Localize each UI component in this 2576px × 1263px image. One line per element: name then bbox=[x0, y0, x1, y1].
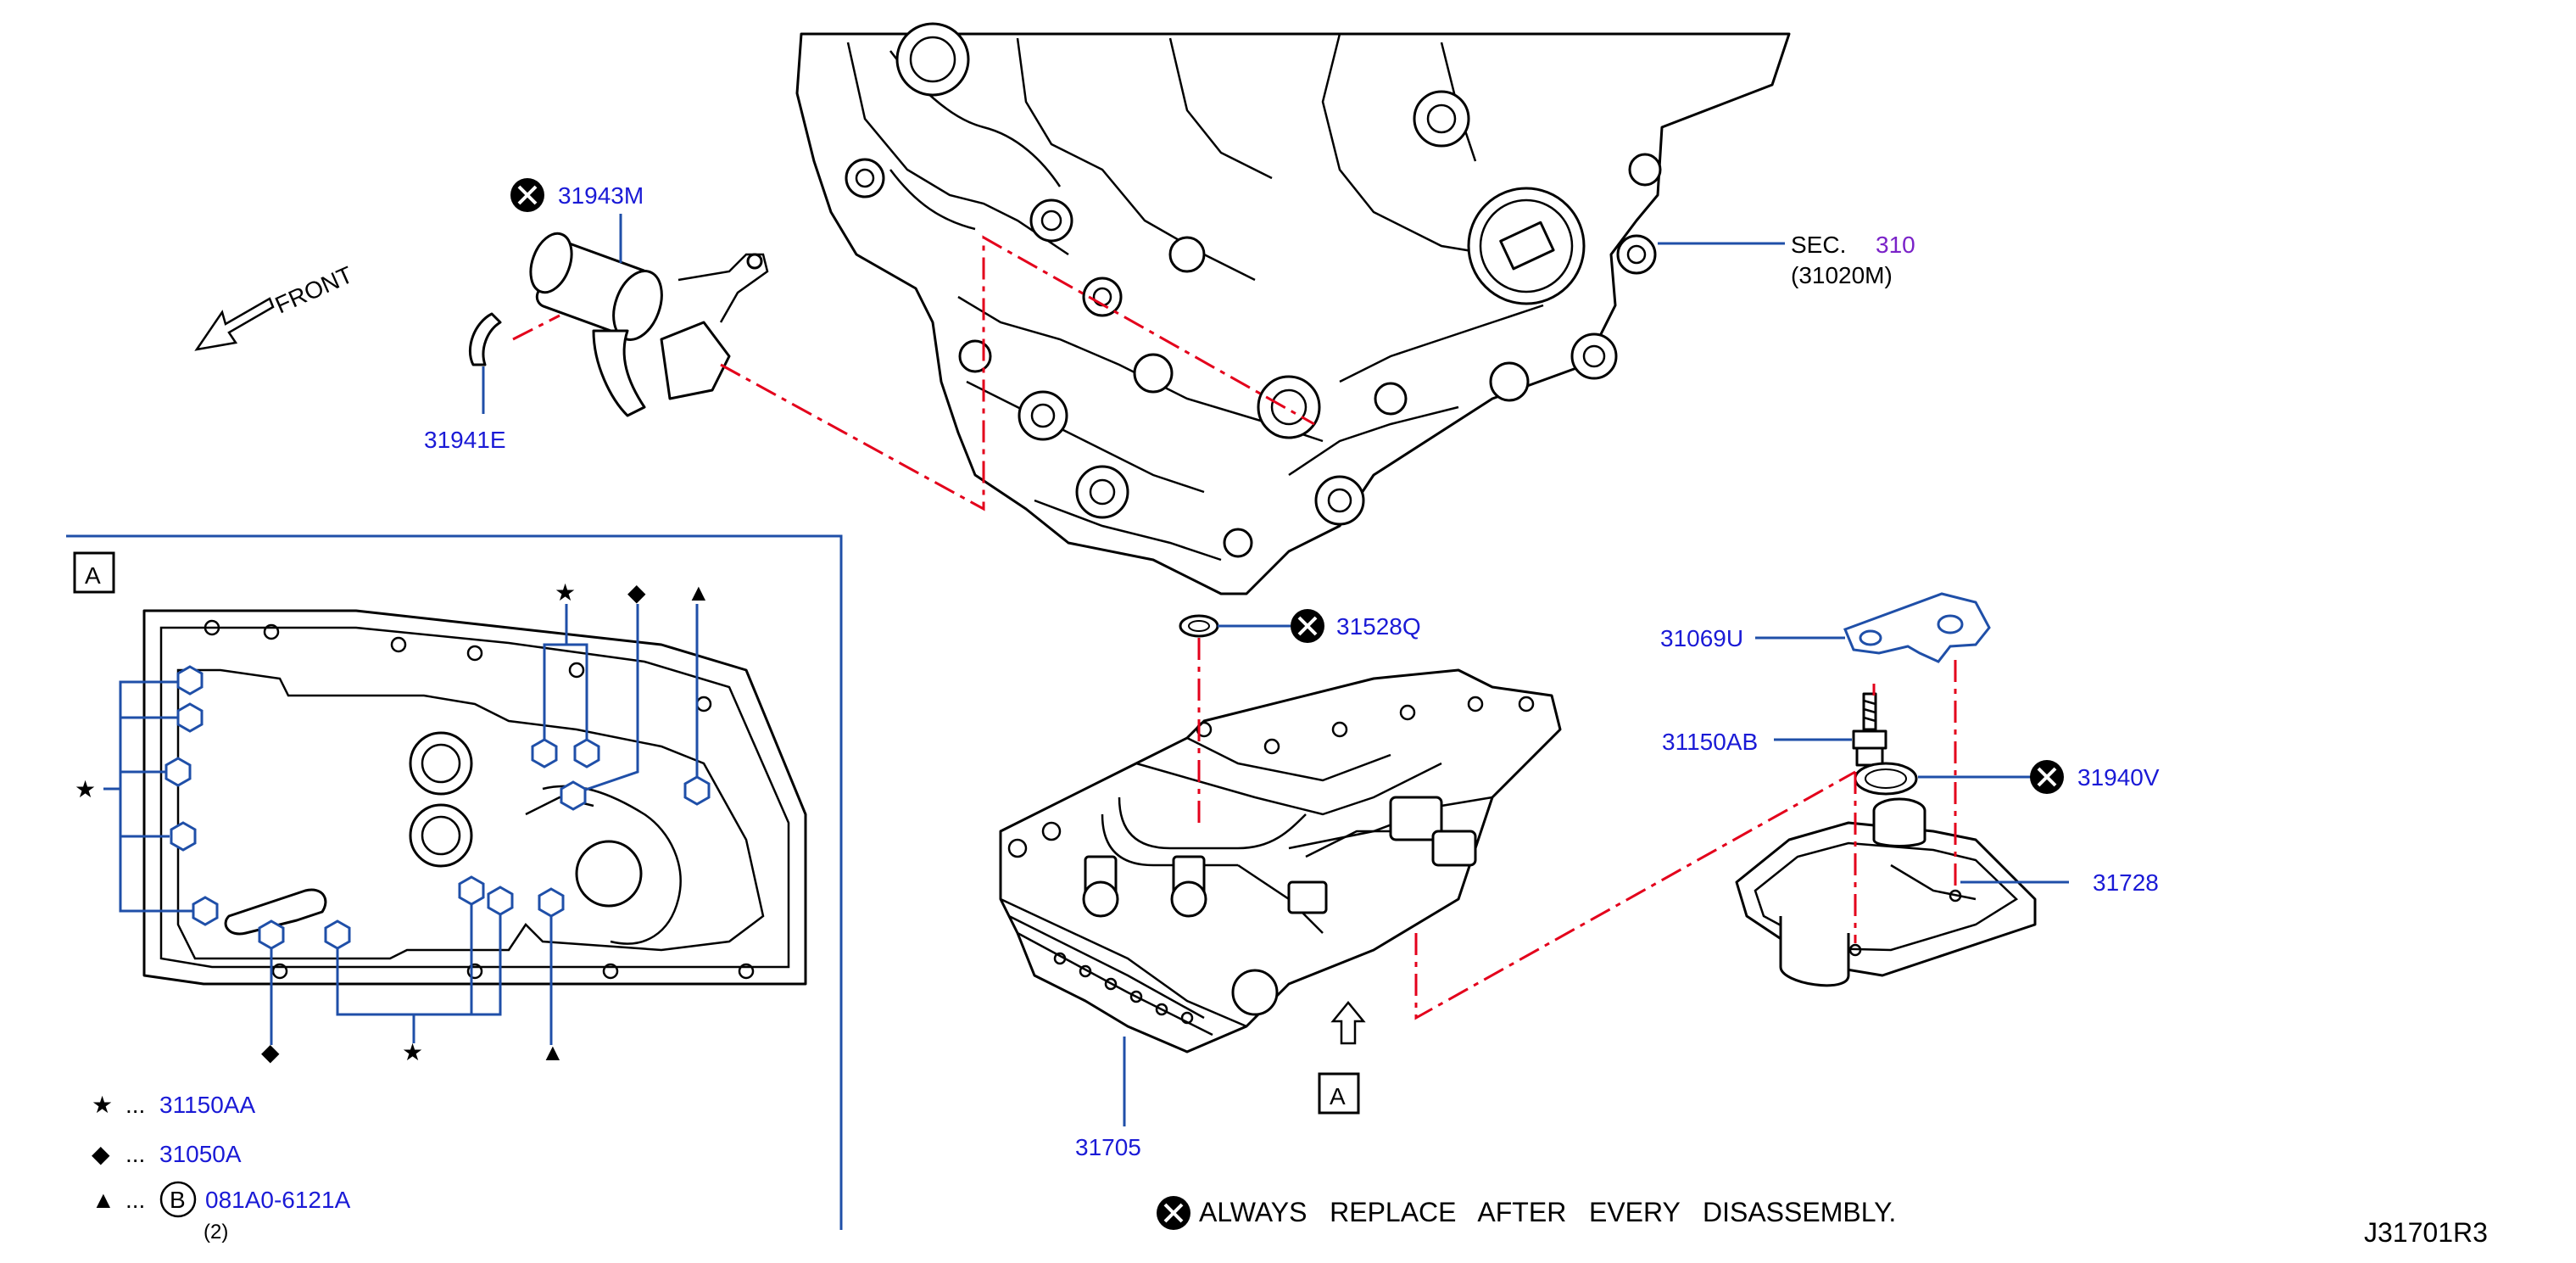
o-ring-31940V bbox=[1854, 762, 1918, 796]
circle-b-icon bbox=[159, 1181, 197, 1218]
part-number-31940V: 31940V bbox=[2077, 764, 2160, 791]
part-number-31528Q: 31528Q bbox=[1336, 613, 1421, 640]
legend-diamond-code: 31050A bbox=[159, 1141, 242, 1167]
replace-note: ALWAYS REPLACE AFTER EVERY DISASSEMBLY. bbox=[1199, 1197, 1896, 1227]
sec-number: 310 bbox=[1876, 232, 1915, 258]
phantom-clip bbox=[512, 314, 560, 341]
o-ring-31528Q bbox=[1179, 614, 1219, 638]
sec-label: SEC. bbox=[1791, 232, 1846, 258]
x-icon-31940V bbox=[2030, 760, 2064, 794]
detail-a-leaders bbox=[103, 604, 699, 1045]
legend-star-dots: ... bbox=[125, 1092, 145, 1118]
bolt-31150AB bbox=[1852, 692, 1887, 767]
legend-tri-circle-letter: B bbox=[170, 1187, 186, 1213]
x-icon-31528Q bbox=[1291, 609, 1324, 643]
detail-a-title: A bbox=[85, 562, 101, 589]
x-icon-note bbox=[1157, 1196, 1190, 1230]
legend-star-symbol: ★ bbox=[92, 1092, 113, 1118]
control-valve-body bbox=[999, 668, 1562, 1053]
detail-tri-bottom: ▲ bbox=[541, 1039, 565, 1065]
legend-diamond-dots: ... bbox=[125, 1141, 145, 1167]
phantom-strainer-to-valve bbox=[1414, 770, 1856, 1020]
detail-diamond-top: ◆ bbox=[627, 579, 646, 606]
legend-tri-qty: (2) bbox=[204, 1221, 228, 1243]
detail-star-left: ★ bbox=[75, 776, 96, 802]
view-arrow-icon bbox=[1330, 1001, 1366, 1045]
engine-block bbox=[795, 22, 1791, 595]
part-number-31728: 31728 bbox=[2093, 869, 2159, 896]
solenoid-assembly bbox=[529, 232, 769, 417]
detail-star-top: ★ bbox=[555, 579, 576, 606]
legend-diamond-symbol: ◆ bbox=[92, 1141, 110, 1167]
clip-31941E bbox=[468, 312, 502, 366]
detail-diamond-bottom: ◆ bbox=[261, 1039, 280, 1065]
view-a-box bbox=[1318, 1072, 1360, 1115]
detail-star-bottom: ★ bbox=[402, 1039, 423, 1065]
part-number-31943M: 31943M bbox=[558, 182, 644, 209]
part-number-31705: 31705 bbox=[1075, 1134, 1141, 1160]
legend-tri-code: 081A0-6121A bbox=[205, 1187, 351, 1213]
detail-tri-top: ▲ bbox=[687, 579, 711, 606]
part-number-31150AB: 31150AB bbox=[1662, 729, 1758, 755]
legend-star-code: 31150AA bbox=[159, 1092, 255, 1118]
front-label: FRONT bbox=[271, 261, 357, 319]
view-a-label: A bbox=[1330, 1083, 1346, 1109]
legend-tri-dots: ... bbox=[125, 1187, 145, 1213]
bracket-31069U bbox=[1843, 592, 1991, 663]
x-icon-31943M bbox=[510, 178, 544, 212]
legend: ★ ... 31150AA ◆ ... 31050A ▲ ... B 081A0… bbox=[92, 1092, 351, 1243]
strainer-31728 bbox=[1735, 797, 2037, 987]
detail-a-bolts bbox=[164, 665, 711, 950]
detail-a-panel: A bbox=[66, 534, 843, 1230]
part-number-31069U: 31069U bbox=[1660, 625, 1743, 651]
legend-tri-symbol: ▲ bbox=[92, 1187, 115, 1213]
front-arrow-icon bbox=[194, 297, 275, 351]
sec-part-number: (31020M) bbox=[1791, 262, 1893, 288]
drawing-id: J31701R3 bbox=[2364, 1217, 2488, 1248]
part-number-31941E: 31941E bbox=[424, 427, 506, 453]
